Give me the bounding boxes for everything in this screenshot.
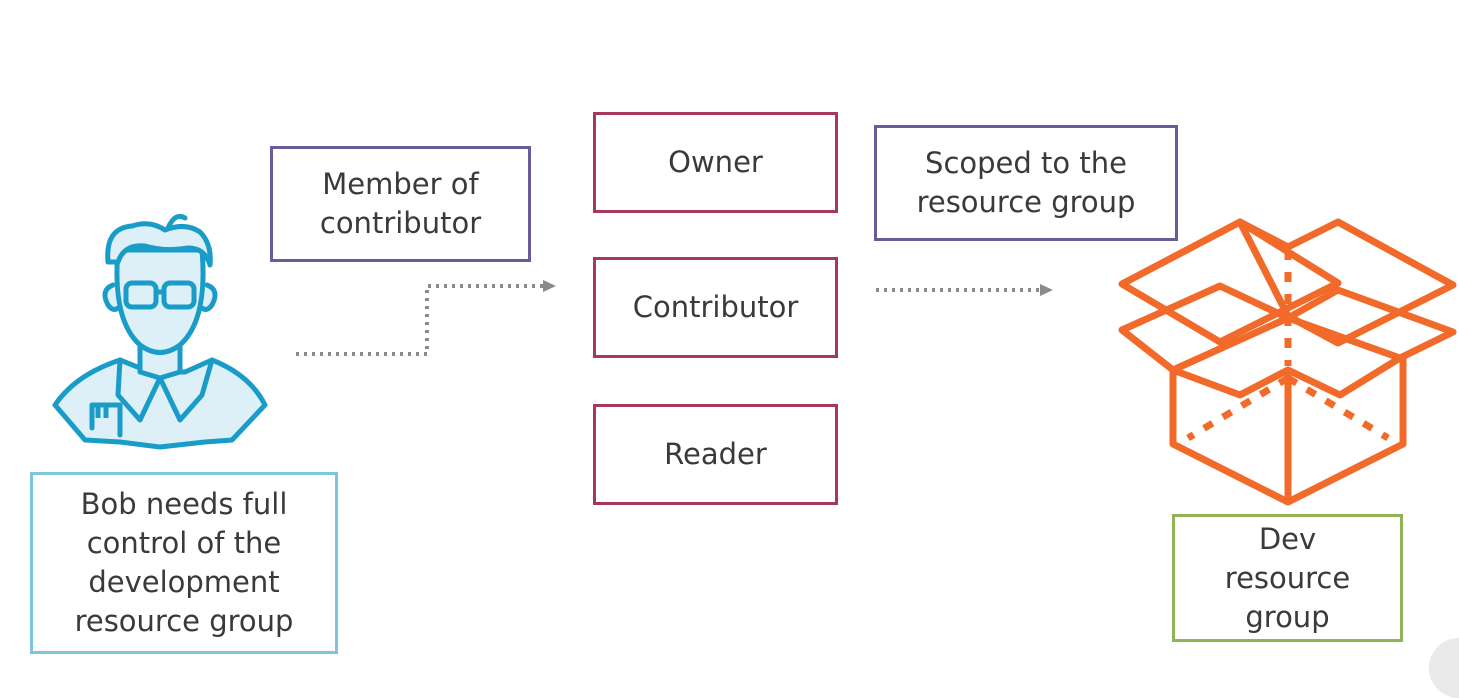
scope-box: Scoped to the resource group [874, 125, 1178, 241]
requirement-line-3: development [88, 565, 280, 599]
member-of-contributor-box: Member of contributor [270, 146, 531, 262]
target-line-2: resource [1224, 560, 1351, 595]
role-reader-box: Reader [593, 404, 838, 505]
role-owner-label: Owner [668, 145, 763, 179]
scope-line-1: Scoped to the [925, 146, 1127, 180]
membership-line-2: contributor [319, 206, 482, 240]
corner-overlay [1429, 638, 1459, 698]
requirement-line-2: control of the [86, 526, 282, 560]
role-reader-label: Reader [664, 437, 767, 471]
role-contributor-box: Contributor [593, 257, 838, 358]
connector-user-to-roles [296, 284, 543, 356]
requirement-line-1: Bob needs full [80, 487, 288, 521]
role-owner-box: Owner [593, 112, 838, 213]
user-requirement-box: Bob needs full control of the developmen… [30, 472, 338, 654]
dev-resource-group-box: Dev resource group [1172, 514, 1403, 642]
arrowhead-roles [543, 280, 556, 292]
target-line-3: group [1245, 599, 1330, 634]
scope-line-2: resource group [916, 185, 1136, 219]
target-line-1: Dev [1258, 521, 1317, 556]
membership-line-1: Member of [322, 167, 479, 201]
arrowhead-group [1040, 284, 1053, 296]
requirement-line-4: resource group [74, 604, 294, 638]
role-contributor-label: Contributor [632, 290, 799, 324]
